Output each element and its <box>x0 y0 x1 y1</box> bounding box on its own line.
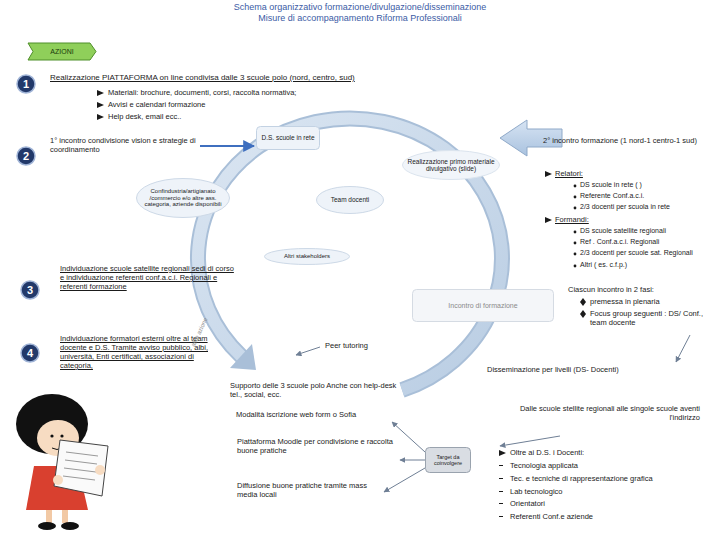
node-text: Target da coinvolgere <box>425 454 471 466</box>
actor-box: Team docenti <box>316 186 384 214</box>
step-text: 1° incontro condivisione vision e strate… <box>50 136 200 154</box>
step-number: 4 <box>20 343 40 363</box>
bullet-item: Orientatori <box>510 499 545 508</box>
step-number: 3 <box>20 280 40 300</box>
bullet-item: Help desk, email ecc.. <box>108 112 181 121</box>
node-text: Team docenti <box>329 196 372 203</box>
step-text: Realizzazione PIATTAFORMA on line condiv… <box>50 73 355 83</box>
bullet-item: Materiali: brochure, documenti, corsi, r… <box>108 88 296 97</box>
node-text: Confindustria/artigianato /commercio e/o… <box>136 188 230 208</box>
cycle-arrow <box>198 118 502 390</box>
actor-box: D.S. scuole in rete <box>256 126 320 150</box>
bullet-item: Oltre ai D.S. i Docenti: <box>510 448 584 457</box>
node-text: D.S. scuole in rete <box>259 134 316 141</box>
note-text: Peer tutoring <box>325 341 368 350</box>
pointer-arrow <box>676 335 690 362</box>
node-text: Realizzazione primo materiale divulgativ… <box>402 158 500 172</box>
bullet-marks <box>97 90 586 517</box>
section-heading: 2° incontro formazione (1 nord-1 centro-… <box>543 136 720 145</box>
bullet-item: Referente Conf.a.c.i. <box>580 192 644 200</box>
node-text: Altri stakeholders <box>282 253 332 260</box>
step-number: 2 <box>16 146 36 166</box>
girl-illustration <box>16 394 108 530</box>
target-box: Target da coinvolgere <box>425 447 471 473</box>
diagram-title: Schema organizzativo formazione/divulgaz… <box>160 2 560 13</box>
node-text: Incontro di formazione <box>446 302 519 310</box>
bullet-item: Focus group seguenti : DS/ Conf., team d… <box>590 309 720 327</box>
bullet-item: Lab tecnologico <box>510 487 563 496</box>
node-text: AZIONI <box>48 48 75 56</box>
node-text: 4 <box>25 347 35 359</box>
note-text: Modalità iscrizione web form o Sofia <box>236 410 356 419</box>
bullet-item: Altri ( es. c.f.p.) <box>580 261 627 269</box>
list-heading: Relatori: <box>555 169 583 178</box>
event-box: Incontro di formazione <box>412 289 554 322</box>
note-text: Piattaforma Moodle per condivisione e ra… <box>237 437 397 455</box>
bullet-item: DS scuole in rete ( ) <box>580 181 642 189</box>
bullet-item: Referenti Conf.e aziende <box>510 512 593 521</box>
bullet-item: Ref . Conf.a.c.i. Regionali <box>580 238 659 246</box>
bullet-item: premessa in plenaria <box>590 297 660 306</box>
node-text: 2 <box>21 150 31 162</box>
bullet-item: DS scuole satellite regionali <box>580 227 666 235</box>
step-text: Individuazione scuole satellite regional… <box>60 264 240 291</box>
pointer-arrow <box>296 347 320 355</box>
actor-box: Confindustria/artigianato /commercio e/o… <box>136 178 230 218</box>
node-text: 1 <box>21 78 31 90</box>
note-text: Supporto delle 3 scuole polo Anche con h… <box>230 381 405 399</box>
section-banner: AZIONI <box>28 43 96 60</box>
note-text: Disseminazione per livelli (DS- Docenti) <box>487 365 619 374</box>
bullet-item: Tecnologia applicata <box>510 461 578 470</box>
list-heading: Formandi: <box>555 215 589 224</box>
note-text: Diffusione buone pratiche tramite mass m… <box>237 481 387 499</box>
step-text: Individuazione formatori esterni oltre a… <box>60 334 210 370</box>
note-text: Dalle scuole stellite regionali alle sin… <box>500 404 700 422</box>
note-text: Ciascun incontro in 2 fasi: <box>568 285 654 294</box>
material-box: Realizzazione primo materiale divulgativ… <box>402 150 500 180</box>
step-arrow <box>200 145 254 147</box>
actor-box: Altri stakeholders <box>264 248 350 265</box>
bullet-item: 2/3 docenti per scuola in rete <box>580 203 670 211</box>
bullet-item: 2/3 docenti per scuole sat. Regionali <box>580 249 693 257</box>
bullet-item: Tec. e tecniche di rappresentazione graf… <box>510 474 653 483</box>
subtitle: Misure di accompagnamento Riforma Profes… <box>160 13 560 24</box>
bullet-item: Avvisi e calendari formazione <box>108 100 205 109</box>
step-number: 1 <box>16 74 36 94</box>
node-text: 3 <box>25 284 35 296</box>
